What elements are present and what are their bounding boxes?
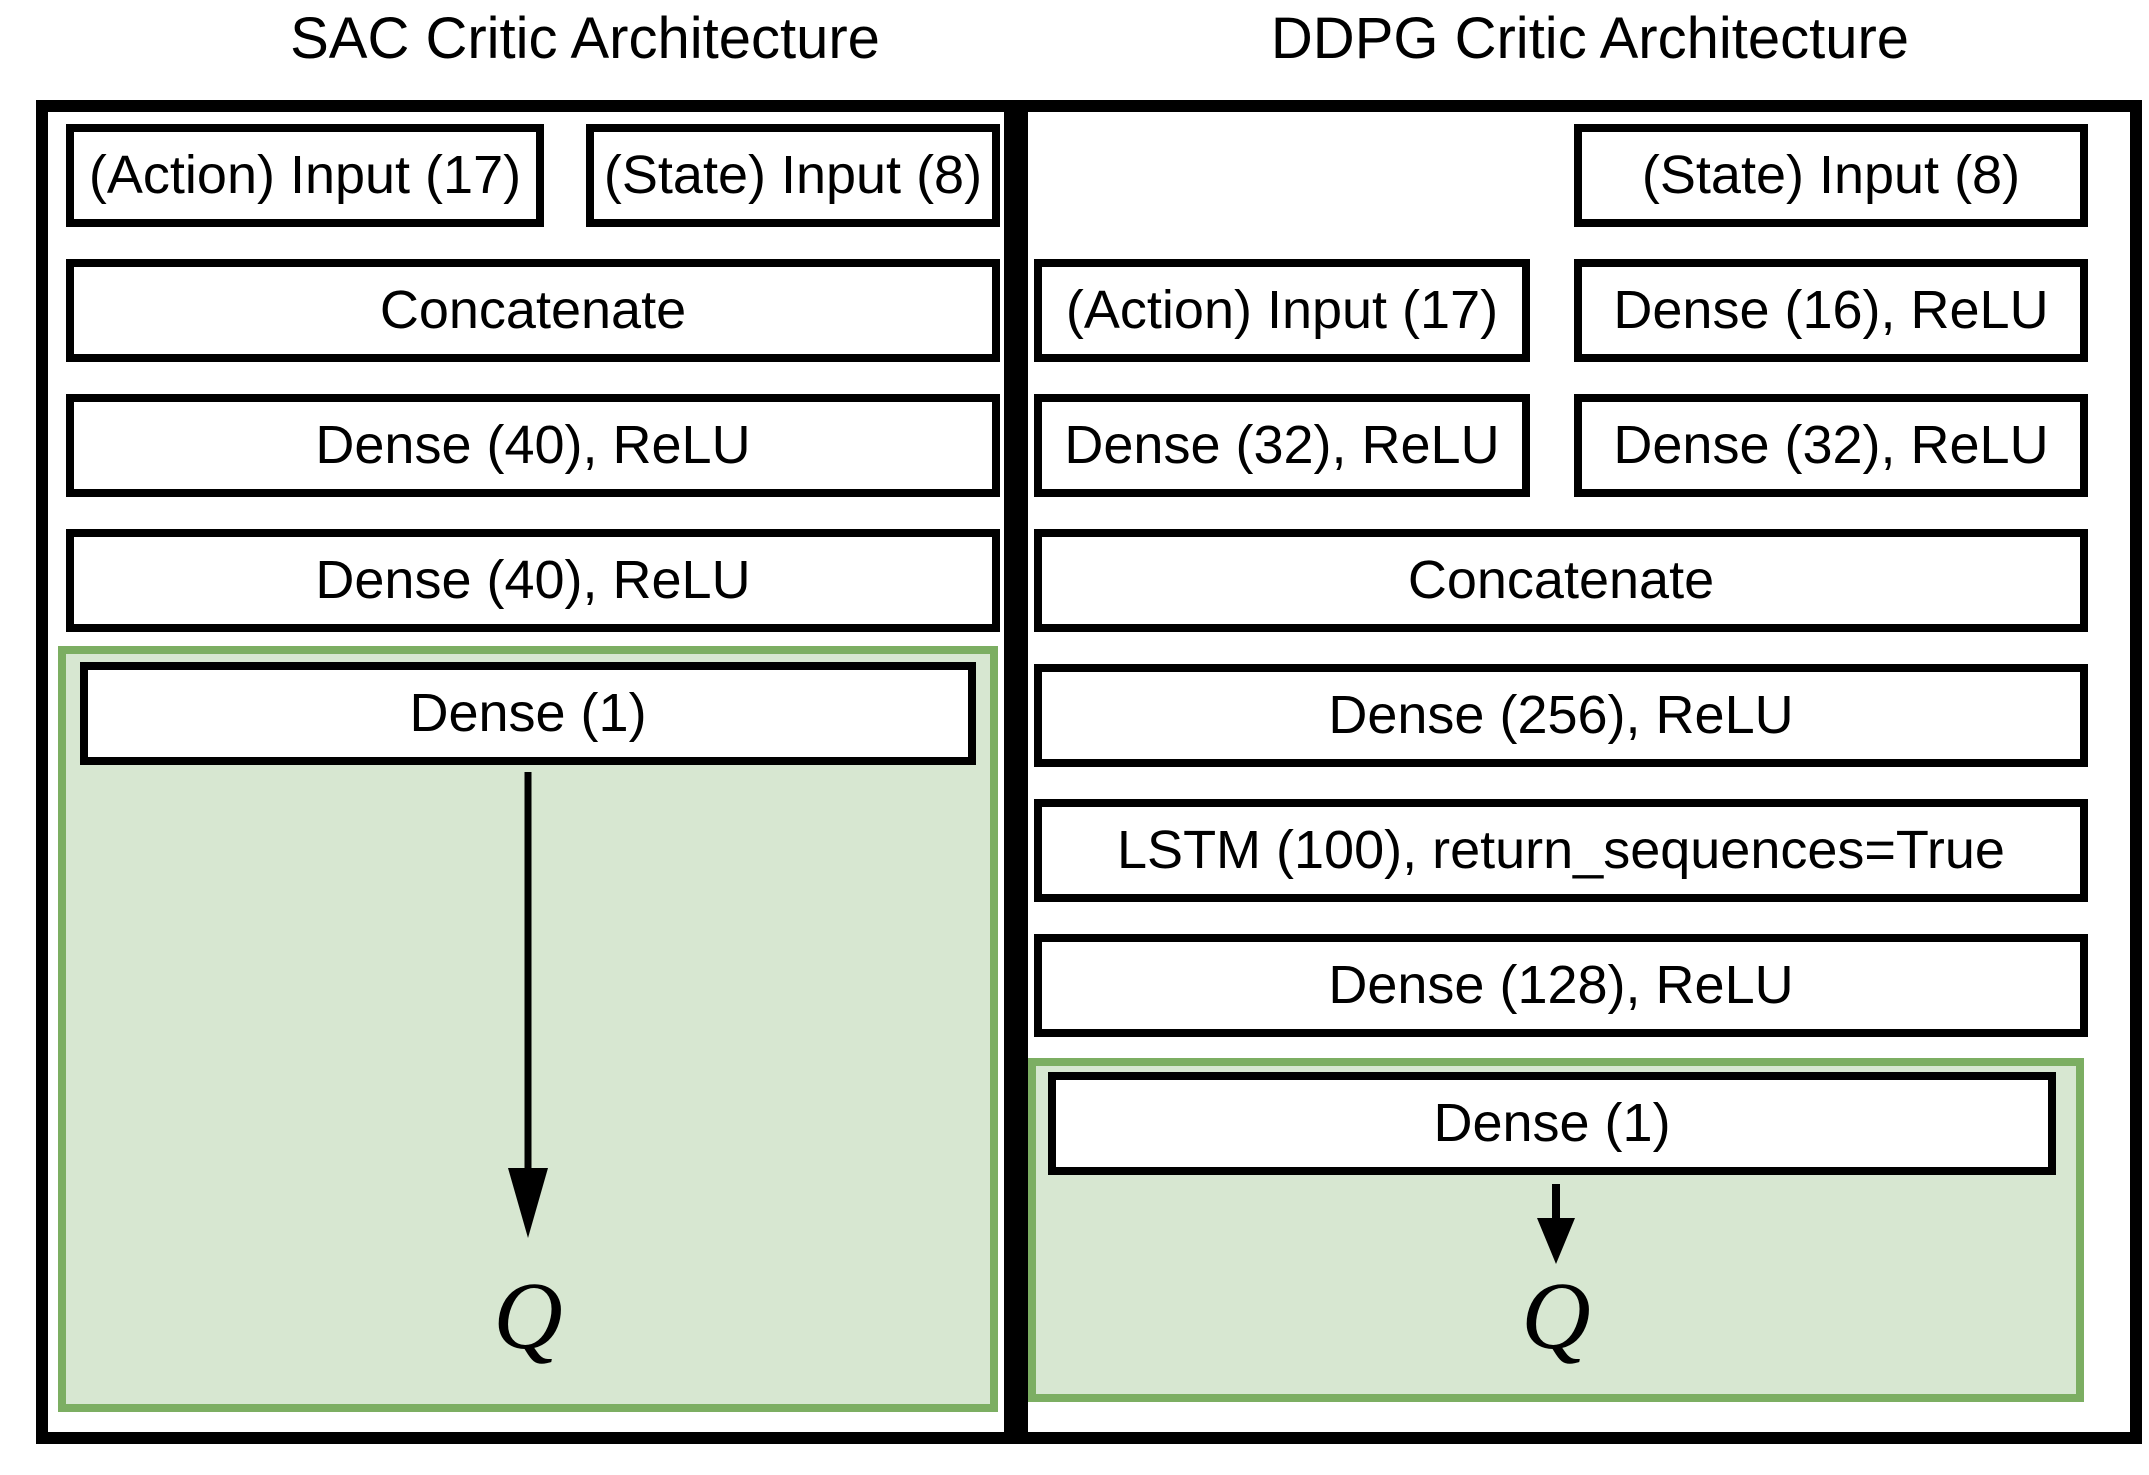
sac-down-arrow-icon: [508, 772, 548, 1238]
sac-title: SAC Critic Architecture: [290, 6, 880, 71]
ddpg-dense128-box: Dense (128), ReLU: [1034, 934, 2088, 1037]
ddpg-dense32-box-left: Dense (32), ReLU: [1034, 394, 1530, 497]
sac-panel-frame: [36, 100, 1016, 1444]
sac-state-input-box: (State) Input (8): [586, 124, 1000, 227]
ddpg-dense256-box: Dense (256), ReLU: [1034, 664, 2088, 767]
sac-dense40-box-1: Dense (40), ReLU: [66, 394, 1000, 497]
sac-dense1-box: Dense (1): [80, 662, 976, 765]
ddpg-q-label: Q: [1521, 1262, 1591, 1369]
ddpg-action-input-box: (Action) Input (17): [1034, 259, 1530, 362]
ddpg-concatenate-box: Concatenate: [1034, 529, 2088, 632]
ddpg-down-arrow-icon: [1537, 1184, 1575, 1264]
sac-dense40-box-2: Dense (40), ReLU: [66, 529, 1000, 632]
sac-action-input-box: (Action) Input (17): [66, 124, 544, 227]
ddpg-dense1-box: Dense (1): [1048, 1072, 2056, 1175]
ddpg-state-input-box: (State) Input (8): [1574, 124, 2088, 227]
ddpg-panel-frame: [1016, 100, 2142, 1444]
ddpg-dense32-box-right: Dense (32), ReLU: [1574, 394, 2088, 497]
ddpg-title: DDPG Critic Architecture: [1270, 6, 1910, 71]
ddpg-dense16-box: Dense (16), ReLU: [1574, 259, 2088, 362]
sac-q-label: Q: [493, 1262, 563, 1369]
ddpg-lstm-box: LSTM (100), return_sequences=True: [1034, 799, 2088, 902]
sac-concatenate-box: Concatenate: [66, 259, 1000, 362]
